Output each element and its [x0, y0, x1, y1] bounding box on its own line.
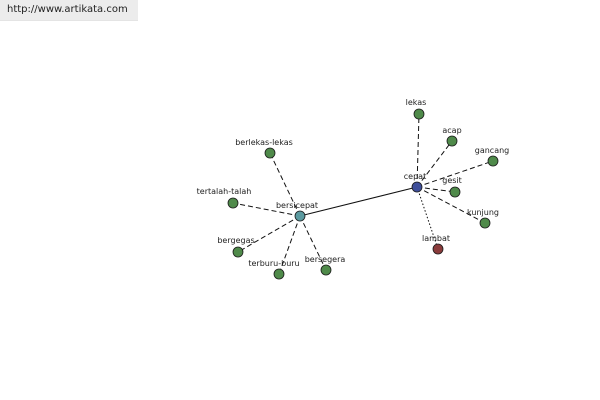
node-label-lambat: lambat — [422, 234, 450, 243]
node-label-bersicepat: bersicepat — [276, 201, 318, 210]
node-circle-tertalah-talah[interactable] — [227, 197, 239, 209]
node-label-berlekas-lekas: berlekas-lekas — [235, 138, 293, 147]
node-label-cepat: cepat — [404, 172, 426, 181]
edge-cepat-gesit — [416, 186, 456, 193]
edge-bersicepat-berlekas-lekas — [269, 152, 301, 217]
node-bersegera[interactable]: bersegera — [305, 255, 346, 276]
edge-cepat-acap — [416, 140, 453, 188]
node-circle-terburu-buru[interactable] — [273, 268, 285, 280]
node-tertalah-talah[interactable]: tertalah-talah — [197, 187, 252, 209]
edge-bersicepat-bergegas — [237, 215, 301, 253]
node-cepat[interactable]: cepat — [404, 172, 426, 193]
node-circle-lekas[interactable] — [413, 108, 425, 120]
edge-cepat-bersicepat — [299, 186, 418, 217]
edge-cepat-kunjung — [416, 186, 486, 224]
source-url[interactable]: http://www.artikata.com — [0, 0, 138, 21]
node-gesit[interactable]: gesit — [442, 176, 462, 198]
node-circle-berlekas-lekas[interactable] — [264, 147, 276, 159]
nodes-layer: cepat bersicepat lekas acap gancang gesit kunj… — [197, 98, 510, 280]
node-acap[interactable]: acap — [442, 126, 462, 147]
node-gancang[interactable]: gancang — [475, 146, 510, 167]
edge-cepat-lambat — [416, 186, 439, 250]
node-label-kunjung: kunjung — [467, 208, 499, 217]
node-bersicepat[interactable]: bersicepat — [276, 201, 318, 222]
node-label-terburu-buru: terburu-buru — [248, 259, 299, 268]
edge-bersicepat-bersegera — [299, 215, 327, 271]
node-label-bergegas: bergegas — [217, 236, 254, 245]
node-lambat[interactable]: lambat — [422, 234, 450, 255]
node-circle-cepat[interactable] — [411, 181, 423, 193]
edge-cepat-gancang — [416, 160, 494, 188]
node-label-gancang: gancang — [475, 146, 510, 155]
node-circle-kunjung[interactable] — [479, 217, 491, 229]
node-kunjung[interactable]: kunjung — [467, 208, 499, 229]
node-circle-gancang[interactable] — [487, 155, 499, 167]
node-label-bersegera: bersegera — [305, 255, 346, 264]
edge-bersicepat-terburu-buru — [278, 215, 301, 275]
node-circle-bersegera[interactable] — [320, 264, 332, 276]
node-circle-gesit[interactable] — [449, 186, 461, 198]
edge-cepat-lekas — [416, 113, 420, 188]
node-circle-bersicepat[interactable] — [294, 210, 306, 222]
node-label-gesit: gesit — [442, 176, 462, 185]
node-berlekas-lekas[interactable]: berlekas-lekas — [235, 138, 293, 159]
edge-bersicepat-tertalah-talah — [232, 202, 301, 217]
node-lekas[interactable]: lekas — [406, 98, 427, 120]
edges-layer — [232, 113, 494, 275]
node-bergegas[interactable]: bergegas — [217, 236, 255, 258]
node-label-lekas: lekas — [406, 98, 427, 107]
node-circle-bergegas[interactable] — [232, 246, 244, 258]
node-circle-acap[interactable] — [446, 135, 458, 147]
node-circle-lambat[interactable] — [432, 243, 444, 255]
node-terburu-buru[interactable]: terburu-buru — [248, 259, 300, 280]
node-label-acap: acap — [442, 126, 461, 135]
node-label-tertalah-talah: tertalah-talah — [197, 187, 252, 196]
